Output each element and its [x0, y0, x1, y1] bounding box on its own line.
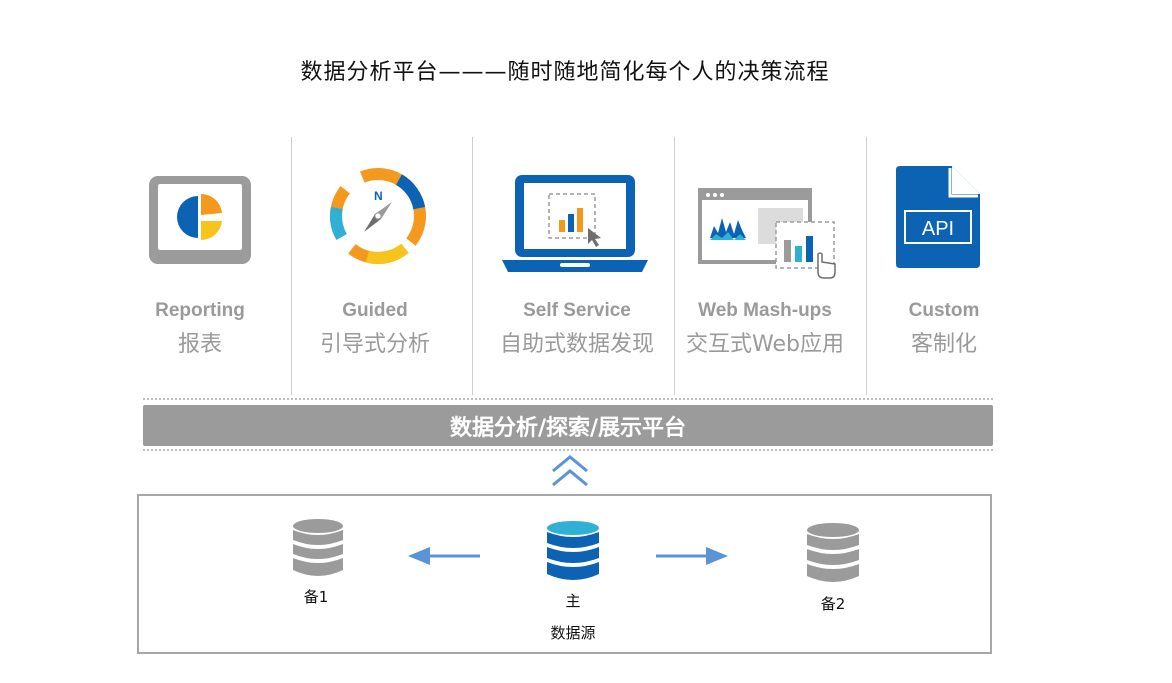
platform-label: 数据分析/探索/展示平台 [449, 415, 687, 441]
dotted-separator [143, 398, 993, 400]
svg-text:N: N [374, 189, 383, 203]
browser-mashup-icon [698, 188, 844, 288]
column-divider [674, 137, 675, 395]
database-icon [806, 522, 860, 594]
feature-web-mashups: Web Mash-ups 交互式Web应用 [674, 160, 856, 360]
feature-zh-label: 引导式分析 [319, 332, 430, 357]
feature-en-label: Guided [342, 300, 408, 321]
laptop-chart-icon [502, 174, 648, 278]
dotted-separator [143, 449, 993, 451]
database-icon [292, 518, 344, 588]
svg-text:API: API [922, 218, 954, 240]
feature-zh-label: 交互式Web应用 [686, 332, 844, 357]
backup2-label: 备2 [820, 595, 846, 613]
arrow-right-icon [654, 546, 728, 570]
feature-en-label: Reporting [155, 300, 245, 321]
database-primary-icon [546, 520, 600, 592]
feature-zh-label: 报表 [177, 332, 222, 357]
double-chevron-up-icon [551, 455, 589, 491]
data-source-label: 数据源 [550, 624, 596, 642]
compass-icon: N [327, 164, 429, 272]
pie-chart-monitor-icon [148, 175, 252, 269]
column-divider [291, 137, 292, 395]
arrow-left-icon [408, 546, 482, 570]
feature-en-label: Self Service [523, 300, 631, 321]
column-divider [866, 137, 867, 395]
data-source-box [137, 494, 992, 654]
primary-label: 主 [565, 592, 581, 610]
feature-self-service: Self Service 自助式数据发现 [472, 160, 682, 360]
feature-en-label: Web Mash-ups [698, 300, 832, 321]
backup1-label: 备1 [303, 588, 329, 606]
platform-bar: 数据分析/探索/展示平台 [143, 405, 993, 446]
feature-zh-label: 自助式数据发现 [499, 332, 654, 357]
feature-en-label: Custom [908, 300, 980, 321]
feature-reporting: Reporting 报表 [110, 160, 290, 360]
feature-guided: N Guided 引导式分析 [290, 160, 460, 360]
feature-zh-label: 客制化 [910, 332, 977, 357]
feature-custom: API Custom 客制化 [866, 160, 1022, 360]
page-title: 数据分析平台———随时随地简化每个人的决策流程 [300, 60, 830, 85]
column-divider [472, 137, 473, 395]
api-document-icon: API [896, 166, 980, 272]
